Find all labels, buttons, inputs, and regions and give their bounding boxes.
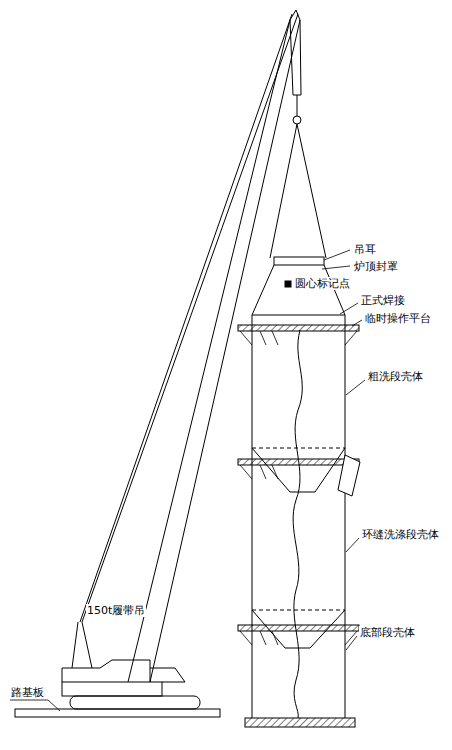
callout-label: 150t履带吊	[86, 604, 146, 617]
hoist-rope	[297, 95, 298, 116]
crane-boom	[128, 20, 290, 682]
crane-cab	[150, 668, 185, 682]
callout-label: 路基板	[10, 686, 45, 699]
weld-seam	[252, 315, 345, 316]
roof-cone	[252, 265, 274, 325]
sling	[270, 124, 297, 258]
callout-label: 圆心标记点	[294, 277, 351, 290]
pendant-cable	[80, 14, 292, 622]
crane-body	[62, 682, 162, 696]
callout-label: 炉顶封罩	[353, 260, 399, 273]
seam	[252, 610, 345, 611]
crane-house	[62, 660, 150, 682]
crane-mast	[72, 622, 78, 668]
break-line	[293, 330, 302, 718]
pendant-cable	[82, 14, 298, 622]
roof-cone	[324, 265, 345, 325]
shell-wall	[252, 325, 253, 718]
crane-mast	[82, 622, 92, 668]
callout-label: 吊耳	[353, 243, 377, 256]
inner-cone	[252, 448, 345, 492]
foundation	[245, 718, 355, 727]
crawler-track	[70, 696, 200, 709]
center-mark	[285, 281, 291, 287]
shell-wall	[345, 325, 346, 718]
roof-cover	[274, 257, 324, 265]
boom-head	[300, 20, 301, 95]
callout-label: 正式焊接	[360, 294, 406, 307]
road-plate	[15, 709, 220, 717]
crane-boom	[150, 20, 300, 682]
sling	[297, 124, 326, 258]
seam	[252, 448, 345, 449]
callout-label: 粗洗段壳体	[367, 370, 424, 383]
nozzle	[338, 455, 360, 496]
inner-cone	[252, 610, 345, 648]
platform	[238, 325, 359, 331]
platform	[238, 625, 359, 631]
callout-label: 环缝洗涤段壳体	[361, 528, 440, 541]
callout-label: 底部段壳体	[359, 626, 416, 639]
hook	[293, 116, 301, 124]
callout-label: 临时操作平台	[364, 312, 432, 325]
